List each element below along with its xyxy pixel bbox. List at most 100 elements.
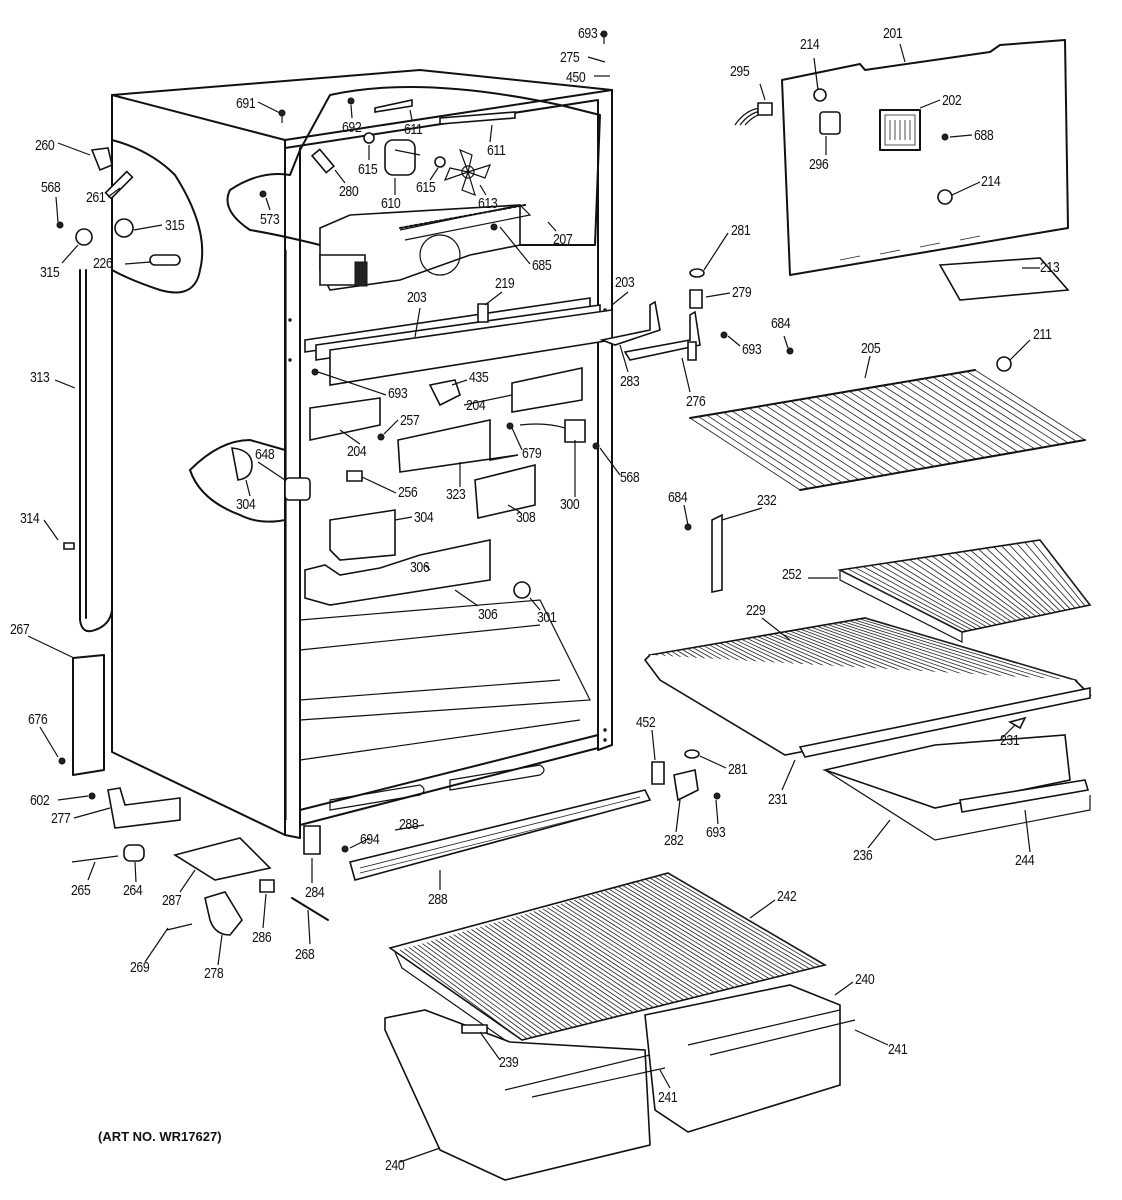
- fitting-315: [76, 229, 92, 245]
- fasteners: [57, 31, 948, 852]
- part-label-240-b: 240: [385, 1157, 405, 1174]
- part-label-296: 296: [809, 156, 829, 173]
- part-226: [150, 255, 180, 265]
- part-label-692: 692: [342, 119, 362, 136]
- grille-288: [350, 790, 650, 880]
- leader-line-279: [706, 293, 730, 297]
- part-label-213: 213: [1040, 259, 1060, 276]
- leader-line-269: [145, 928, 168, 962]
- part-label-204-a: 204: [347, 443, 367, 460]
- leader-line-287: [180, 870, 195, 892]
- part-label-306-b: 306: [478, 606, 498, 623]
- part-label-568-a: 568: [41, 179, 61, 196]
- part-452: [652, 762, 664, 784]
- leader-line-679: [512, 428, 522, 450]
- part-label-315-a: 315: [165, 217, 185, 234]
- leader-line-283: [620, 345, 628, 372]
- leader-line-304-b: [395, 517, 412, 520]
- part-label-207: 207: [553, 231, 573, 248]
- crisper-cover-242: [390, 873, 825, 1050]
- part-label-684-b: 684: [668, 489, 688, 506]
- leader-line-240-a: [835, 982, 853, 995]
- part-282: [674, 770, 698, 800]
- leader-line-261: [108, 188, 120, 197]
- leader-line-288-a: [395, 825, 424, 830]
- part-label-300: 300: [560, 496, 580, 513]
- leader-line-308: [508, 505, 520, 512]
- leader-line-282: [676, 800, 680, 832]
- leader-line-693-c: [318, 372, 386, 395]
- leader-line-301: [530, 598, 540, 610]
- part-label-201: 201: [883, 25, 903, 42]
- leader-lines: [28, 34, 1040, 1162]
- part-648: [285, 478, 310, 500]
- leader-line-280: [335, 170, 345, 183]
- center-hinge: [602, 302, 700, 360]
- bracket-611-a: [375, 100, 412, 112]
- leader-line-231-a: [1000, 725, 1015, 740]
- wire-shelf-205: [690, 370, 1085, 490]
- knob-214-b: [938, 190, 952, 204]
- caster-278: [205, 892, 242, 935]
- part-label-281-a: 281: [731, 222, 751, 239]
- leader-line-267: [28, 636, 74, 658]
- part-label-288-a: 288: [399, 816, 419, 833]
- bracket-611-b: [440, 112, 515, 124]
- fan-motor: [385, 140, 420, 175]
- roller-264: [124, 845, 144, 861]
- leader-line-202: [920, 100, 940, 108]
- part-label-257: 257: [400, 412, 420, 429]
- part-label-685: 685: [532, 257, 552, 274]
- leader-line-242: [750, 900, 775, 918]
- part-label-203-b: 203: [615, 274, 635, 291]
- leader-line-264: [135, 862, 136, 882]
- leader-line-573: [266, 198, 270, 210]
- leader-line-306-a: [425, 565, 430, 570]
- part-label-219: 219: [495, 275, 515, 292]
- leader-line-692: [351, 105, 352, 118]
- part-label-242: 242: [777, 888, 797, 905]
- part-label-244: 244: [1015, 852, 1035, 869]
- leader-line-693-d: [716, 800, 718, 824]
- part-label-232: 232: [757, 492, 777, 509]
- control-box-323: [398, 420, 518, 472]
- leader-line-685: [500, 227, 530, 264]
- part-label-278: 278: [204, 965, 224, 982]
- rod-265: [72, 856, 118, 862]
- part-label-602: 602: [30, 792, 50, 809]
- part-label-693-c: 693: [388, 385, 408, 402]
- bracket-308: [475, 465, 535, 518]
- leader-line-315-b: [62, 245, 78, 263]
- part-304-b: [330, 510, 395, 560]
- part-label-287: 287: [162, 892, 182, 909]
- part-label-280: 280: [339, 183, 359, 200]
- crisper-drawer-right: [645, 985, 855, 1132]
- part-label-691: 691: [236, 95, 256, 112]
- leader-line-684-b: [684, 505, 688, 525]
- part-label-323: 323: [446, 486, 466, 503]
- leader-line-257: [384, 420, 398, 434]
- part-label-275: 275: [560, 49, 580, 66]
- part-label-693-top: 693: [578, 25, 598, 42]
- part-label-568-b: 568: [620, 469, 640, 486]
- part-label-306-a: 306: [410, 559, 430, 576]
- part-219: [478, 304, 488, 322]
- bracket-277: [108, 788, 180, 828]
- leader-line-241-a: [660, 1070, 670, 1088]
- cabinet-body: [112, 70, 612, 838]
- knob-301: [514, 582, 530, 598]
- part-label-288-b: 288: [428, 891, 448, 908]
- leader-line-241-b: [855, 1030, 888, 1045]
- leader-line-260: [58, 143, 90, 155]
- part-label-252: 252: [782, 566, 802, 583]
- part-label-229: 229: [746, 602, 766, 619]
- part-label-301: 301: [537, 609, 557, 626]
- leader-line-684-a: [784, 336, 788, 348]
- connector-295: [758, 103, 772, 115]
- part-286: [260, 880, 274, 892]
- leader-line-268: [308, 910, 310, 944]
- trim-231: [800, 688, 1090, 757]
- part-label-281-b: 281: [728, 761, 748, 778]
- part-label-231-a: 231: [1000, 732, 1020, 749]
- leader-line-693-b: [728, 336, 740, 346]
